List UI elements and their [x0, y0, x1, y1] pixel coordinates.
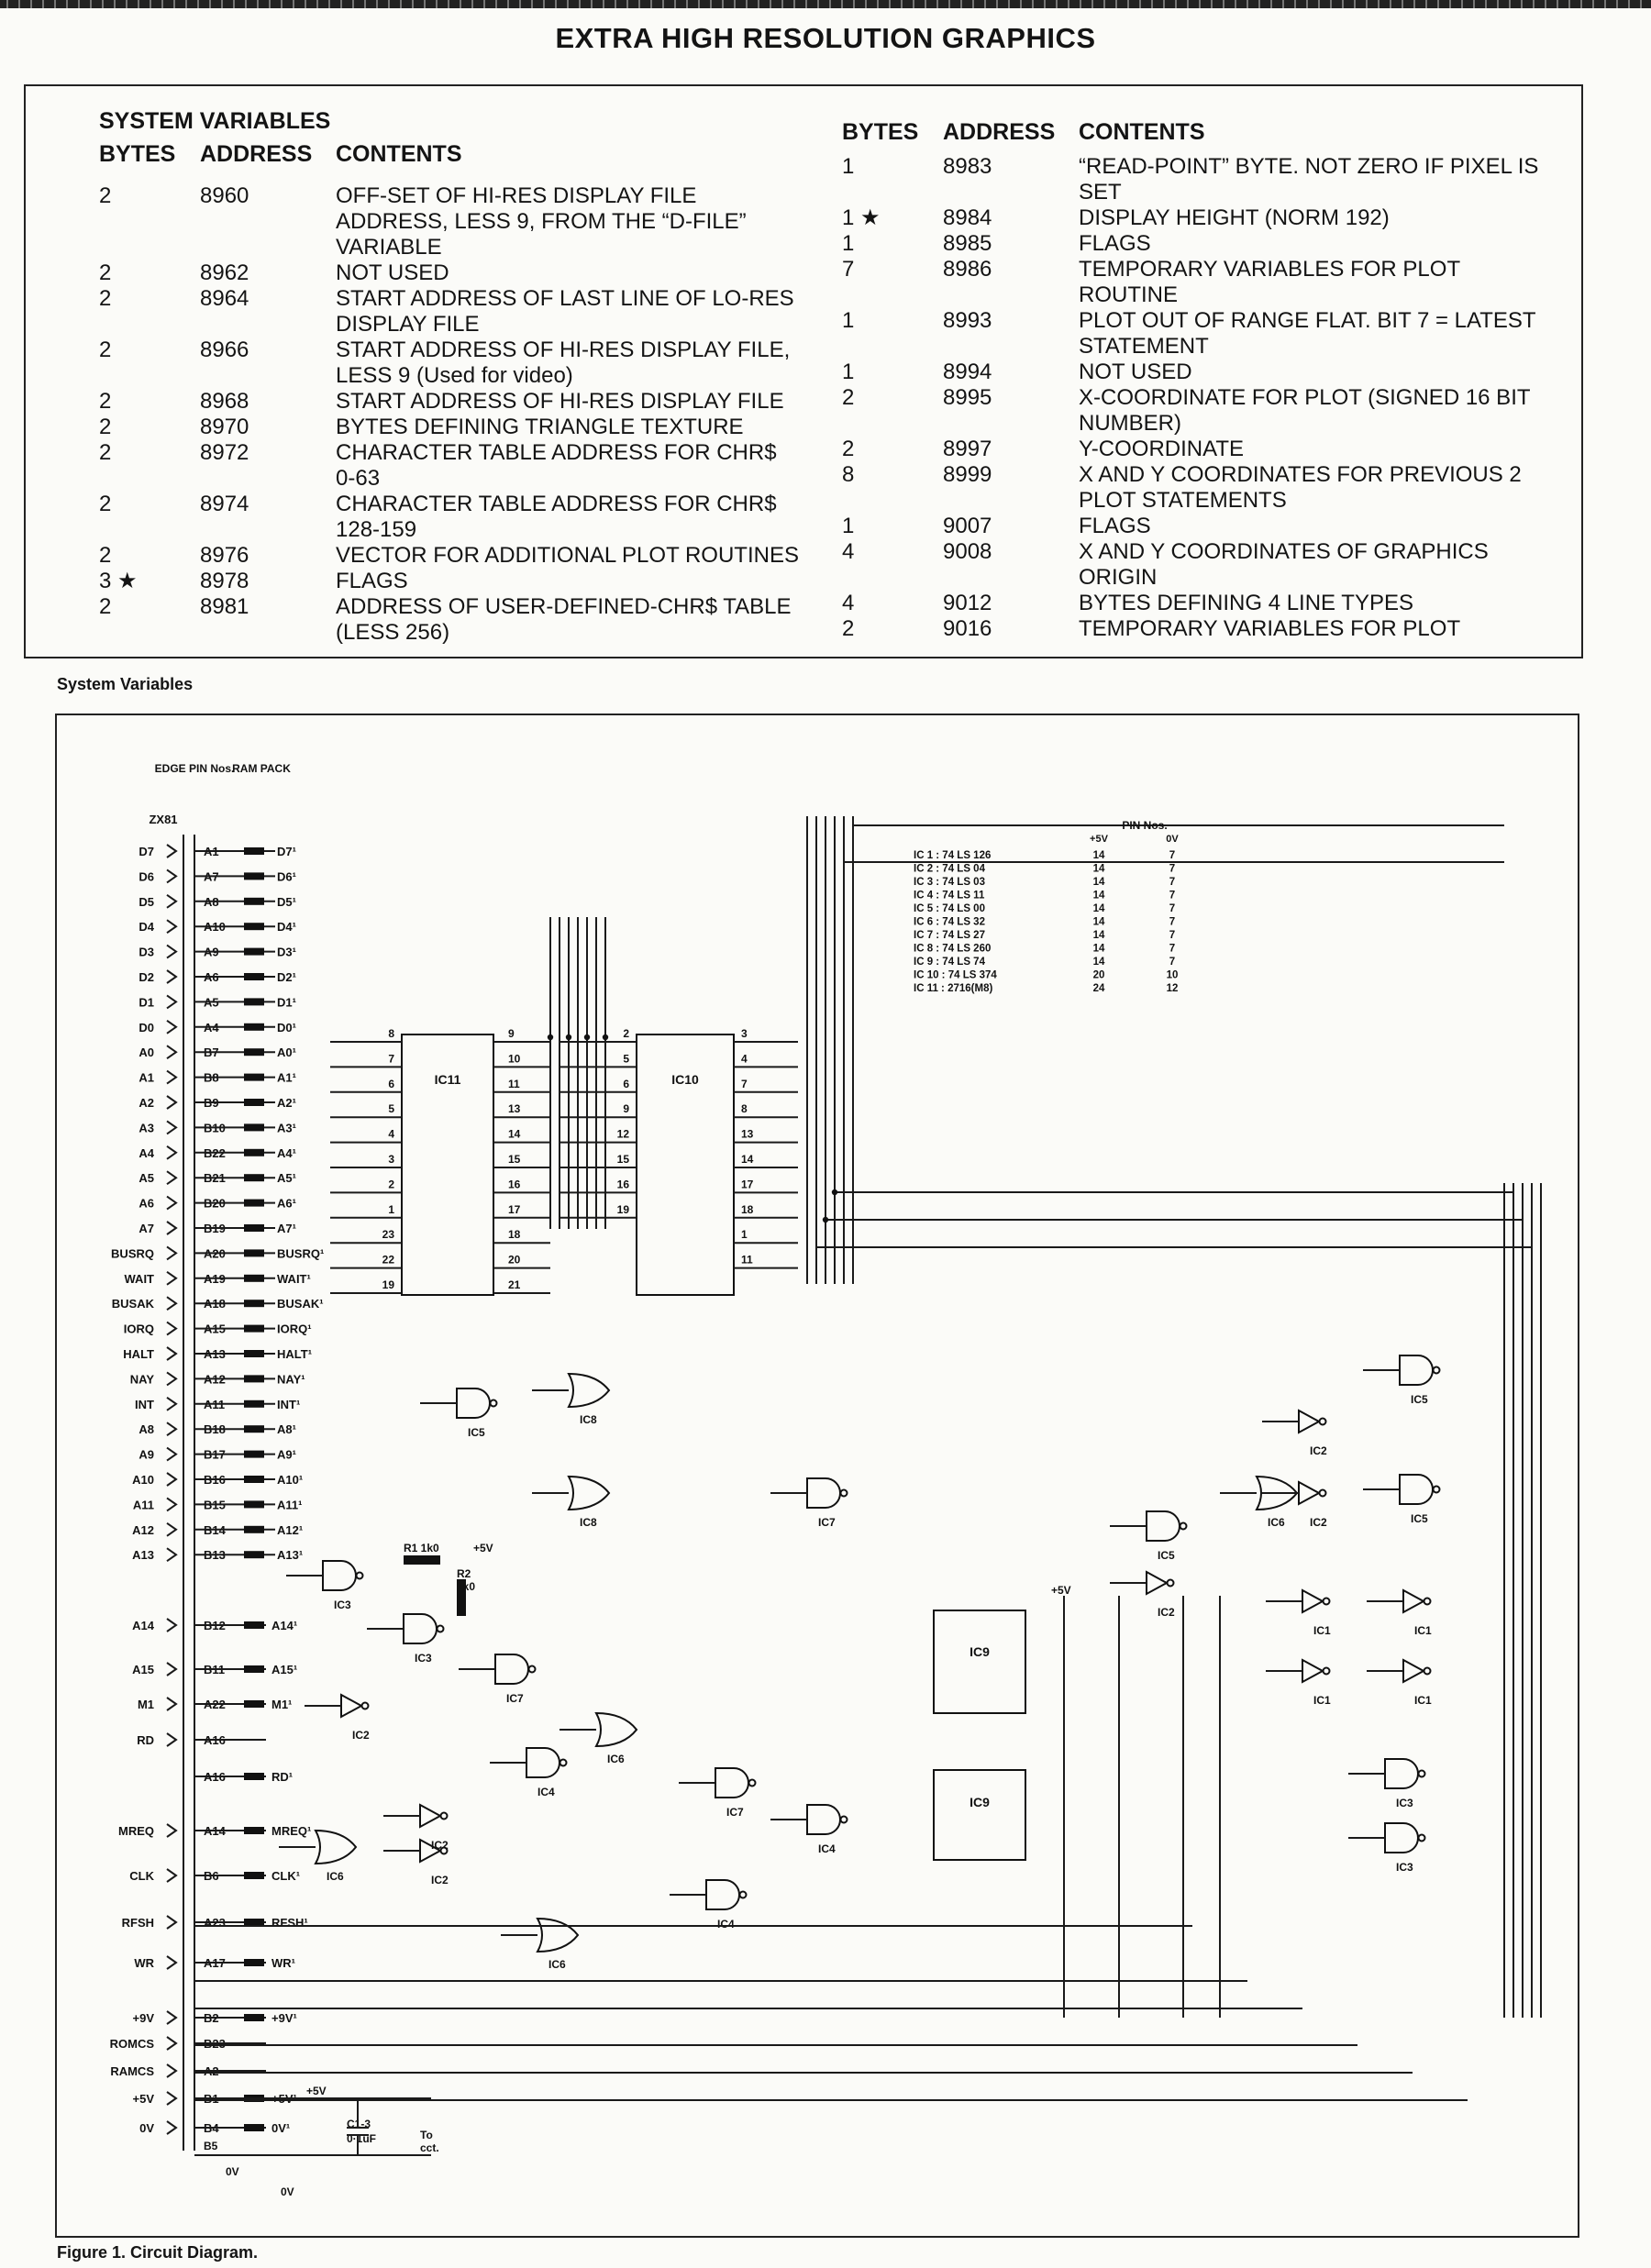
bytes-value: 2: [842, 616, 855, 641]
contents-text: TEMPORARY VARIABLES FOR PLOT: [1079, 257, 1461, 282]
contents-text: 0-63: [336, 466, 381, 491]
bytes-value: 2: [842, 385, 855, 410]
contents-text: TEMPORARY VARIABLES FOR PLOT: [1079, 616, 1461, 641]
bytes-value: 2: [99, 183, 112, 208]
contents-text: START ADDRESS OF LAST LINE OF LO-RES: [336, 286, 794, 311]
contents-text: VARIABLE: [336, 235, 442, 260]
contents-text: CHARACTER TABLE ADDRESS FOR CHR$: [336, 440, 777, 465]
contents-text: NOT USED: [1079, 360, 1192, 384]
address-value: 8960: [200, 183, 249, 208]
contents-text: PLOT OUT OF RANGE FLAT. BIT 7 = LATEST: [1079, 308, 1536, 333]
contents-text: CHARACTER TABLE ADDRESS FOR CHR$: [336, 492, 777, 516]
address-value: 8994: [943, 360, 992, 384]
address-value: 8986: [943, 257, 992, 282]
address-value: 8968: [200, 389, 249, 414]
bytes-value: 2: [99, 337, 112, 362]
contents-text: VECTOR FOR ADDITIONAL PLOT ROUTINES: [336, 543, 799, 568]
bytes-value: 2: [842, 437, 855, 461]
contents-text: FLAGS: [1079, 231, 1151, 256]
contents-text: STATEMENT: [1079, 334, 1209, 359]
contents-text: ORIGIN: [1079, 565, 1158, 590]
bytes-value: 2: [99, 543, 112, 568]
bytes-value: 1: [842, 154, 855, 179]
bytes-value: 2: [99, 260, 112, 285]
table-caption: System Variables: [57, 675, 194, 693]
contents-text: 128-159: [336, 517, 417, 542]
address-value: 8974: [200, 492, 249, 516]
contents-text: ADDRESS, LESS 9, FROM THE “D-FILE”: [336, 209, 747, 234]
bytes-value: 1: [842, 308, 855, 333]
address-value: 9016: [943, 616, 992, 641]
bytes-value: 1: [842, 231, 855, 256]
bytes-value: 2: [99, 286, 112, 311]
contents-text: START ADDRESS OF HI-RES DISPLAY FILE,: [336, 337, 791, 362]
column-header: ADDRESS: [200, 141, 313, 167]
address-value: 8984: [943, 205, 992, 230]
contents-text: X-COORDINATE FOR PLOT (SIGNED 16 BIT: [1079, 385, 1531, 410]
page-title: EXTRA HIGH RESOLUTION GRAPHICS: [555, 22, 1096, 54]
contents-text: Y-COORDINATE: [1079, 437, 1245, 461]
contents-text: NUMBER): [1079, 411, 1181, 436]
circuit-frame: [55, 714, 1579, 2238]
bytes-value: 8: [842, 462, 855, 487]
address-value: 8997: [943, 437, 992, 461]
contents-text: SET: [1079, 180, 1122, 205]
contents-text: PLOT STATEMENTS: [1079, 488, 1287, 513]
contents-text: X AND Y COORDINATES FOR PREVIOUS 2: [1079, 462, 1522, 487]
table-heading: SYSTEM VARIABLES: [99, 108, 331, 134]
address-value: 8966: [200, 337, 249, 362]
contents-text: LESS 9 (Used for video): [336, 363, 573, 388]
bytes-value: 4: [842, 539, 855, 564]
column-header: CONTENTS: [1079, 119, 1205, 145]
address-value: 8964: [200, 286, 249, 311]
address-value: 8981: [200, 594, 249, 619]
contents-text: BYTES DEFINING TRIANGLE TEXTURE: [336, 415, 744, 439]
address-value: 8993: [943, 308, 992, 333]
bytes-value: 1: [842, 360, 855, 384]
column-header: BYTES: [842, 119, 919, 145]
top-border-strip: [0, 0, 1651, 8]
contents-text: FLAGS: [1079, 514, 1151, 538]
address-value: 8999: [943, 462, 992, 487]
contents-text: FLAGS: [336, 569, 408, 593]
column-header: BYTES: [99, 141, 176, 167]
address-value: 8983: [943, 154, 992, 179]
address-value: 9007: [943, 514, 992, 538]
address-value: 8978: [200, 569, 249, 593]
bytes-value: 1: [842, 514, 855, 538]
contents-text: DISPLAY FILE: [336, 312, 480, 337]
bytes-value: 7: [842, 257, 855, 282]
figure-caption: Figure 1. Circuit Diagram.: [57, 2243, 259, 2262]
address-value: 9012: [943, 591, 992, 615]
column-header: ADDRESS: [943, 119, 1056, 145]
contents-text: BYTES DEFINING 4 LINE TYPES: [1079, 591, 1413, 615]
bytes-value: 3 ★: [99, 569, 138, 593]
bytes-value: 1 ★: [842, 205, 881, 230]
address-value: 8970: [200, 415, 249, 439]
contents-text: OFF-SET OF HI-RES DISPLAY FILE: [336, 183, 697, 208]
bytes-value: 2: [99, 415, 112, 439]
address-value: 8972: [200, 440, 249, 465]
bytes-value: 2: [99, 389, 112, 414]
bytes-value: 2: [99, 440, 112, 465]
contents-text: DISPLAY HEIGHT (NORM 192): [1079, 205, 1390, 230]
bytes-value: 4: [842, 591, 855, 615]
address-value: 8985: [943, 231, 992, 256]
address-value: 8976: [200, 543, 249, 568]
bytes-value: 2: [99, 594, 112, 619]
bytes-value: 2: [99, 492, 112, 516]
address-value: 8995: [943, 385, 992, 410]
contents-text: X AND Y COORDINATES OF GRAPHICS: [1079, 539, 1489, 564]
contents-text: ADDRESS OF USER-DEFINED-CHR$ TABLE: [336, 594, 792, 619]
contents-text: (LESS 256): [336, 620, 450, 645]
system-variables-table: [24, 84, 1583, 658]
contents-text: ROUTINE: [1079, 282, 1178, 307]
address-value: 9008: [943, 539, 992, 564]
contents-text: NOT USED: [336, 260, 449, 285]
column-header: CONTENTS: [336, 141, 462, 167]
address-value: 8962: [200, 260, 249, 285]
contents-text: START ADDRESS OF HI-RES DISPLAY FILE: [336, 389, 784, 414]
contents-text: “READ-POINT” BYTE. NOT ZERO IF PIXEL IS: [1079, 154, 1539, 179]
